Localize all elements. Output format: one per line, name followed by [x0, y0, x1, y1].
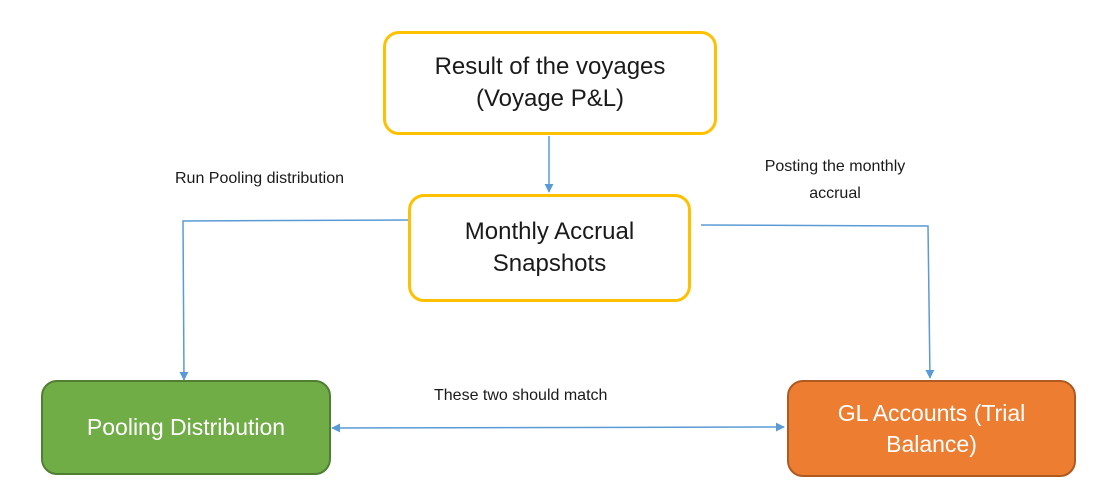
label-posting-accrual: Posting the monthly accrual [745, 153, 925, 207]
node-gl-accounts-line1: GL Accounts (Trial [837, 400, 1026, 427]
connector-pooling-gl-match [331, 422, 785, 433]
node-pooling-distribution-line1: Pooling Distribution [86, 414, 286, 441]
node-voyage-result-line2: (Voyage P&L) [475, 85, 625, 112]
label-posting-accrual-line1: Posting the monthly [764, 158, 906, 175]
node-pooling-distribution: Pooling Distribution [41, 380, 331, 475]
connector-accrual-to-gl [700, 224, 935, 379]
label-run-pooling: Run Pooling distribution [175, 165, 344, 192]
node-gl-accounts: GL Accounts (Trial Balance) [787, 380, 1076, 477]
node-monthly-accrual: Monthly Accrual Snapshots [408, 194, 691, 302]
label-posting-accrual-line2: accrual [809, 185, 861, 203]
label-should-match-text: These two should match [434, 387, 608, 404]
node-monthly-accrual-line2: Snapshots [492, 250, 607, 277]
node-gl-accounts-line2: Balance) [886, 430, 977, 457]
node-monthly-accrual-line1: Monthly Accrual [464, 218, 635, 246]
node-voyage-result: Result of the voyages (Voyage P&L) [383, 31, 717, 135]
node-voyage-result-line1: Result of the voyages [434, 53, 666, 81]
connector-accrual-to-pooling [179, 219, 411, 381]
label-should-match: These two should match [434, 382, 607, 409]
label-run-pooling-text: Run Pooling distribution [175, 170, 344, 187]
